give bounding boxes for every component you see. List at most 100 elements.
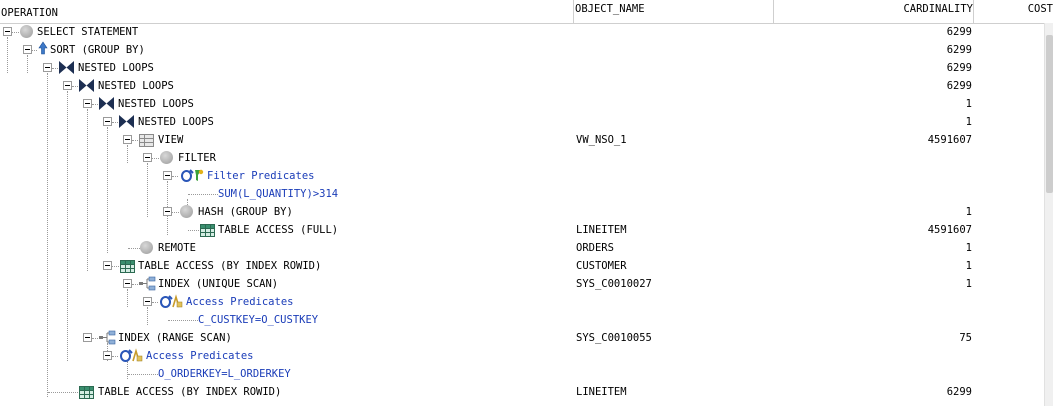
operation-label: TABLE ACCESS (BY INDEX ROWID)	[138, 260, 322, 272]
circle-icon	[180, 205, 193, 218]
predicate-expression: C_CUSTKEY=O_CUSTKEY	[198, 314, 319, 326]
cardinality-value: 6299	[946, 386, 972, 398]
predicate-expression: O_ORDERKEY=L_ORDERKEY	[158, 368, 291, 380]
predicate-label: Access Predicates	[186, 296, 294, 308]
plan-row[interactable]: INDEX (RANGE SCAN) SYS_C0010055 75	[0, 329, 1044, 347]
tree-connector	[127, 289, 128, 307]
plan-row[interactable]: Access Predicates	[0, 347, 1044, 365]
collapse-toggle[interactable]	[143, 153, 152, 162]
table-icon	[79, 386, 94, 399]
table-icon	[200, 224, 215, 237]
cardinality-value: 6299	[946, 80, 972, 92]
plan-row[interactable]: INDEX (UNIQUE SCAN) SYS_C0010027 1	[0, 275, 1044, 293]
plan-row[interactable]: VIEW VW_NSO_1 4591607	[0, 131, 1044, 149]
plan-row[interactable]: Access Predicates	[0, 293, 1044, 311]
plan-row[interactable]: NESTED LOOPS 6299	[0, 59, 1044, 77]
cardinality-value: 1	[965, 242, 972, 254]
collapse-toggle[interactable]	[103, 261, 112, 270]
object-name-value: VW_NSO_1	[576, 134, 627, 146]
cardinality-value: 6299	[946, 44, 972, 56]
cardinality-value: 1	[965, 98, 972, 110]
operation-label: NESTED LOOPS	[138, 116, 214, 128]
index-icon	[98, 330, 116, 346]
operation-label: REMOTE	[158, 242, 196, 254]
plan-row[interactable]: C_CUSTKEY=O_CUSTKEY	[0, 311, 1044, 329]
operation-label: SELECT STATEMENT	[37, 26, 139, 38]
operation-label: VIEW	[158, 134, 184, 146]
view-icon	[139, 134, 154, 147]
plan-row[interactable]: TABLE ACCESS (FULL) LINEITEM 4591607	[0, 221, 1044, 239]
access-predicate-icon	[118, 348, 144, 364]
plan-row[interactable]: TABLE ACCESS (BY INDEX ROWID) LINEITEM 6…	[0, 383, 1044, 401]
plan-row[interactable]: FILTER	[0, 149, 1044, 167]
cardinality-value: 4591607	[927, 224, 972, 236]
tree-connector	[87, 109, 88, 271]
operation-label: NESTED LOOPS	[78, 62, 154, 74]
predicate-label: Filter Predicates	[207, 170, 315, 182]
operation-label: HASH (GROUP BY)	[198, 206, 293, 218]
index-icon	[138, 276, 156, 292]
column-header-operation[interactable]: OPERATION	[0, 0, 574, 23]
plan-row[interactable]: HASH (GROUP BY) 1	[0, 203, 1044, 221]
plan-row[interactable]: SORT (GROUP BY) 6299	[0, 41, 1044, 59]
column-header-object-name[interactable]: OBJECT_NAME	[574, 0, 774, 23]
plan-row[interactable]: NESTED LOOPS 6299	[0, 77, 1044, 95]
collapse-toggle[interactable]	[83, 99, 92, 108]
collapse-toggle[interactable]	[123, 135, 132, 144]
operation-label: INDEX (RANGE SCAN)	[118, 332, 232, 344]
collapse-toggle[interactable]	[103, 117, 112, 126]
collapse-toggle[interactable]	[43, 63, 52, 72]
cardinality-value: 75	[959, 332, 972, 344]
column-header-cost[interactable]: COST	[1027, 3, 1053, 15]
collapse-toggle[interactable]	[83, 333, 92, 342]
circle-icon	[20, 25, 33, 38]
plan-row[interactable]: O_ORDERKEY=L_ORDERKEY	[0, 365, 1044, 383]
operation-label: TABLE ACCESS (FULL)	[218, 224, 339, 236]
plan-row[interactable]: NESTED LOOPS 1	[0, 113, 1044, 131]
tree-connector	[47, 73, 48, 397]
sort-arrow-icon	[37, 41, 53, 57]
cardinality-value: 6299	[946, 26, 972, 38]
object-name-value: LINEITEM	[576, 224, 627, 236]
plan-row[interactable]: SUM(L_QUANTITY)>314	[0, 185, 1044, 203]
plan-row[interactable]: SELECT STATEMENT 6299	[0, 23, 1044, 41]
object-name-value: SYS_C0010055	[576, 332, 652, 344]
tree-connector	[27, 55, 28, 73]
object-name-value: SYS_C0010027	[576, 278, 652, 290]
operation-label: SORT (GROUP BY)	[50, 44, 145, 56]
vertical-scrollbar[interactable]	[1044, 23, 1053, 406]
plan-row[interactable]: REMOTE ORDERS 1	[0, 239, 1044, 257]
plan-row[interactable]: TABLE ACCESS (BY INDEX ROWID) CUSTOMER 1	[0, 257, 1044, 275]
collapse-toggle[interactable]	[103, 351, 112, 360]
tree-connector	[107, 127, 108, 253]
operation-label: NESTED LOOPS	[118, 98, 194, 110]
tree-connector	[67, 91, 68, 361]
collapse-toggle[interactable]	[143, 297, 152, 306]
cardinality-value: 1	[965, 260, 972, 272]
cardinality-value: 1	[965, 206, 972, 218]
nested-loops-icon	[118, 114, 134, 130]
object-name-value: LINEITEM	[576, 386, 627, 398]
circle-icon	[140, 241, 153, 254]
scrollbar-thumb[interactable]	[1046, 35, 1053, 193]
operation-label: NESTED LOOPS	[98, 80, 174, 92]
collapse-toggle[interactable]	[63, 81, 72, 90]
filter-predicate-icon	[179, 168, 205, 184]
plan-row[interactable]: NESTED LOOPS 1	[0, 95, 1044, 113]
collapse-toggle[interactable]	[163, 171, 172, 180]
plan-row[interactable]: Filter Predicates	[0, 167, 1044, 185]
table-icon	[120, 260, 135, 273]
operation-label: INDEX (UNIQUE SCAN)	[158, 278, 279, 290]
column-header-cardinality[interactable]: CARDINALITY	[774, 0, 974, 23]
tree-connector	[127, 145, 128, 163]
collapse-toggle[interactable]	[3, 27, 12, 36]
collapse-toggle[interactable]	[23, 45, 32, 54]
cardinality-value: 4591607	[927, 134, 972, 146]
object-name-value: CUSTOMER	[576, 260, 627, 272]
collapse-toggle[interactable]	[163, 207, 172, 216]
tree-connector	[7, 37, 8, 73]
operation-label: TABLE ACCESS (BY INDEX ROWID)	[98, 386, 282, 398]
nested-loops-icon	[78, 78, 94, 94]
collapse-toggle[interactable]	[123, 279, 132, 288]
cardinality-value: 6299	[946, 62, 972, 74]
